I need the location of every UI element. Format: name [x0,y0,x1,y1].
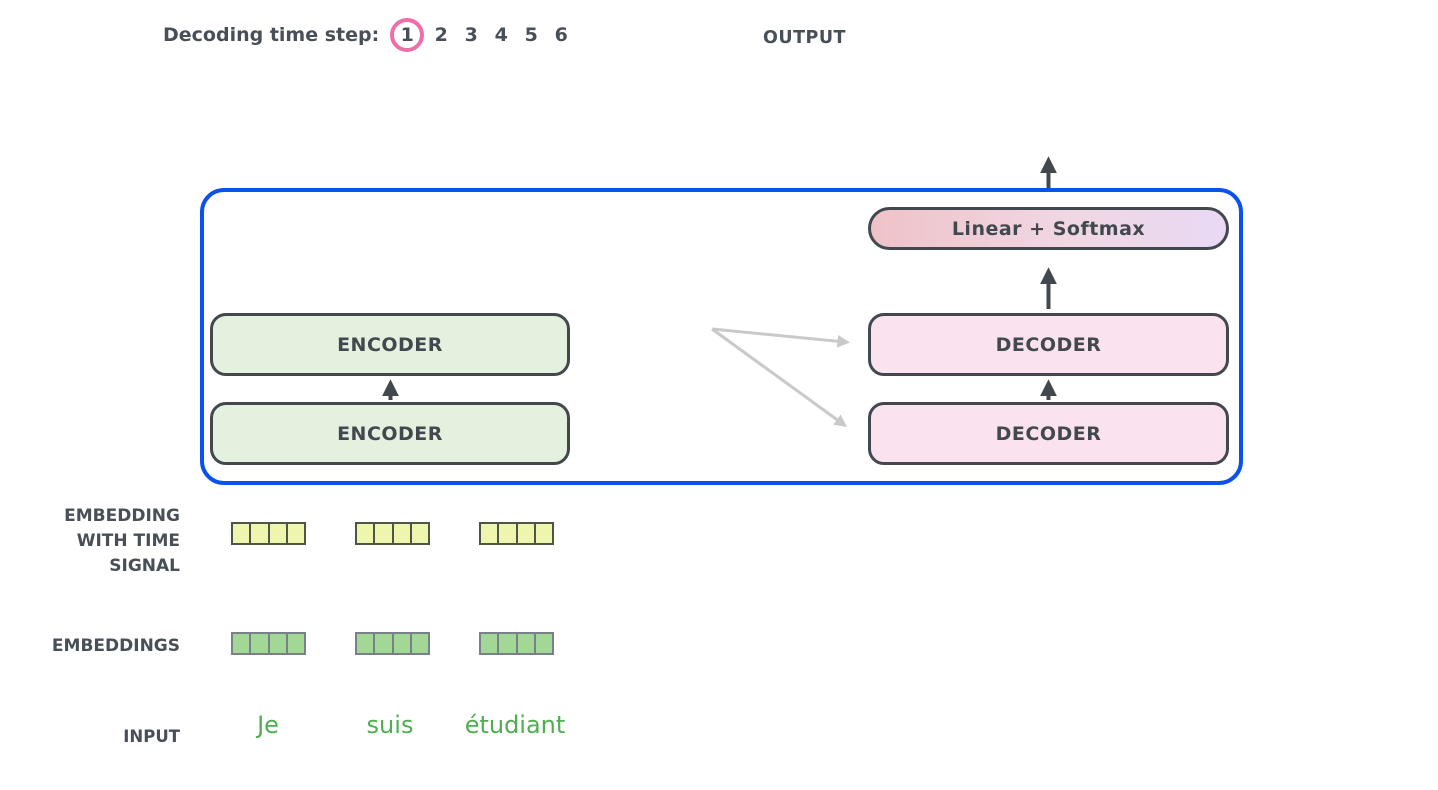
decoding-step-2[interactable]: 2 [434,24,448,46]
decoding-step-5[interactable]: 5 [524,24,538,46]
encoder-box-bottom: ENCODER [210,402,570,465]
embedding-vector-1 [231,632,306,655]
time-signal-vector-3 [479,522,554,545]
embedding-vector-3 [479,632,554,655]
embeddings-label: EMBEDDINGS [51,636,180,656]
decoder-box-bottom: DECODER [868,402,1229,465]
vector-cell [533,634,552,653]
vector-cell [267,634,286,653]
vector-cell [497,634,515,653]
vector-cell [249,634,267,653]
vector-cell [409,524,428,543]
embedding-with-time-signal-line-3: SIGNAL [109,556,180,576]
vector-cell [533,524,552,543]
decoding-step-4[interactable]: 4 [494,24,508,46]
vector-cell [515,524,534,543]
vector-cell [285,634,304,653]
vector-cell [357,634,373,653]
input-token-etudiant: étudiant [464,711,566,739]
vector-cell [497,524,515,543]
vector-cell [409,634,428,653]
vector-cell [373,524,391,543]
decoding-time-step-label: Decoding time step: [163,24,380,46]
transformer-container [200,188,1243,485]
vector-cell [481,524,497,543]
decoder-box-top: DECODER [868,313,1229,376]
vector-cell [481,634,497,653]
decoding-step-3[interactable]: 3 [464,24,478,46]
vector-cell [267,524,286,543]
vector-cell [357,524,373,543]
input-token-suis: suis [366,711,414,739]
output-label: OUTPUT [763,28,846,48]
decoding-step-1-active[interactable]: 1 [390,18,425,52]
time-signal-vector-2 [355,522,430,545]
encoder-box-top: ENCODER [210,313,570,376]
input-label: INPUT [123,727,180,746]
vector-cell [515,634,534,653]
embedding-vector-2 [355,632,430,655]
decoding-time-step-header: Decoding time step: 1 2 3 4 5 6 [163,16,576,54]
vector-cell [249,524,267,543]
vector-cell [233,524,249,543]
vector-cell [285,524,304,543]
vector-cell [391,524,410,543]
input-token-je: Je [257,711,279,739]
time-signal-vector-1 [231,522,306,545]
vector-cell [391,634,410,653]
linear-softmax-box: Linear + Softmax [868,207,1229,250]
embedding-with-time-signal-line-2: WITH TIME [76,531,180,551]
embedding-with-time-signal-label: EMBEDDING WITH TIME SIGNAL [32,504,180,579]
vector-cell [233,634,249,653]
embedding-with-time-signal-line-1: EMBEDDING [64,506,180,526]
vector-cell [373,634,391,653]
decoding-step-6[interactable]: 6 [554,24,568,46]
